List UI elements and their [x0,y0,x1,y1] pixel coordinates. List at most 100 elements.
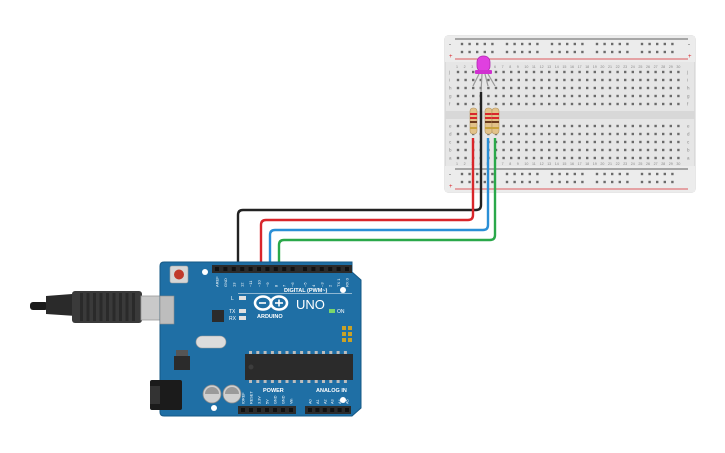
breadboard-hole[interactable] [669,70,672,74]
rail-hole[interactable] [536,50,539,54]
breadboard-hole[interactable] [548,94,551,98]
rail-hole[interactable] [476,172,479,176]
breadboard-hole[interactable] [479,78,482,82]
breadboard-hole[interactable] [608,140,612,144]
rail-hole[interactable] [460,172,464,176]
rail-hole[interactable] [671,50,674,54]
rail-hole[interactable] [663,180,666,184]
breadboard-hole[interactable] [662,86,665,90]
breadboard-hole[interactable] [646,94,650,98]
breadboard-hole[interactable] [563,124,566,128]
breadboard-hole[interactable] [525,132,528,136]
breadboard-hole[interactable] [456,94,460,98]
breadboard-hole[interactable] [616,94,619,98]
breadboard-hole[interactable] [570,132,574,136]
breadboard-hole[interactable] [586,86,589,90]
breadboard-hole[interactable] [593,124,596,128]
breadboard-hole[interactable] [502,140,505,144]
power-pin[interactable] [241,408,245,412]
rail-hole[interactable] [581,42,584,46]
breadboard-hole[interactable] [540,132,543,136]
red-wire[interactable] [259,138,475,268]
rail-hole[interactable] [648,50,651,54]
rail-hole[interactable] [491,180,494,184]
rail-hole[interactable] [528,50,531,54]
breadboard-hole[interactable] [654,70,657,74]
breadboard-hole[interactable] [578,102,581,106]
breadboard-hole[interactable] [456,156,460,160]
breadboard-hole[interactable] [570,94,574,98]
breadboard-hole[interactable] [593,70,596,74]
breadboard-hole[interactable] [563,86,566,90]
breadboard-hole[interactable] [608,70,612,74]
breadboard-hole[interactable] [532,140,536,144]
breadboard-hole[interactable] [464,102,467,106]
breadboard-hole[interactable] [669,94,672,98]
analog-pin[interactable] [322,408,327,412]
rail-hole[interactable] [618,180,621,184]
breadboard-hole[interactable] [662,78,665,82]
breadboard-hole[interactable] [570,86,574,90]
rail-hole[interactable] [468,172,471,176]
digital-pin[interactable] [248,267,253,271]
breadboard-hole[interactable] [555,94,558,98]
green-wire[interactable] [277,138,497,268]
rail-hole[interactable] [656,50,659,54]
breadboard-hole[interactable] [631,86,634,90]
breadboard-hole[interactable] [510,78,513,82]
breadboard-hole[interactable] [502,132,505,136]
usb-cable[interactable] [30,291,172,323]
breadboard-hole[interactable] [662,148,665,152]
rail-hole[interactable] [460,42,464,46]
breadboard-hole[interactable] [464,94,467,98]
breadboard-hole[interactable] [510,156,513,160]
breadboard-hole[interactable] [608,124,612,128]
breadboard-hole[interactable] [639,94,642,98]
breadboard-hole[interactable] [677,132,680,136]
breadboard-hole[interactable] [578,148,581,152]
breadboard-hole[interactable] [494,86,498,90]
rail-hole[interactable] [566,180,569,184]
breadboard-hole[interactable] [517,148,520,152]
breadboard-hole[interactable] [502,70,505,74]
rail-hole[interactable] [640,42,644,46]
breadboard-hole[interactable] [669,148,672,152]
breadboard-hole[interactable] [517,70,520,74]
breadboard-hole[interactable] [502,124,505,128]
breadboard-hole[interactable] [624,148,627,152]
breadboard-hole[interactable] [525,140,528,144]
breadboard-hole[interactable] [624,70,627,74]
breadboard-hole[interactable] [624,140,627,144]
breadboard-hole[interactable] [464,70,467,74]
breadboard-hole[interactable] [616,70,619,74]
rail-hole[interactable] [528,42,531,46]
rail-hole[interactable] [573,50,576,54]
rail-hole[interactable] [460,180,464,184]
breadboard-hole[interactable] [601,70,604,74]
rail-hole[interactable] [581,172,584,176]
breadboard-hole[interactable] [677,70,680,74]
rail-hole[interactable] [476,50,479,54]
breadboard-hole[interactable] [540,156,543,160]
breadboard-hole[interactable] [677,78,680,82]
breadboard-hole[interactable] [555,148,558,152]
breadboard-hole[interactable] [654,140,657,144]
breadboard-hole[interactable] [570,70,574,74]
breadboard-hole[interactable] [510,148,513,152]
rail-hole[interactable] [476,180,479,184]
breadboard-hole[interactable] [487,94,490,98]
ground-wire[interactable] [236,92,483,268]
breadboard-hole[interactable] [555,156,558,160]
breadboard-hole[interactable] [487,86,490,90]
rail-hole[interactable] [566,172,569,176]
breadboard-hole[interactable] [578,124,581,128]
rail-hole[interactable] [603,180,606,184]
rail-hole[interactable] [618,50,621,54]
breadboard-hole[interactable] [669,86,672,90]
breadboard-hole[interactable] [472,78,475,82]
breadboard-hole[interactable] [570,78,574,82]
breadboard-hole[interactable] [616,156,619,160]
breadboard-hole[interactable] [548,140,551,144]
breadboard-hole[interactable] [601,78,604,82]
breadboard-hole[interactable] [510,102,513,106]
